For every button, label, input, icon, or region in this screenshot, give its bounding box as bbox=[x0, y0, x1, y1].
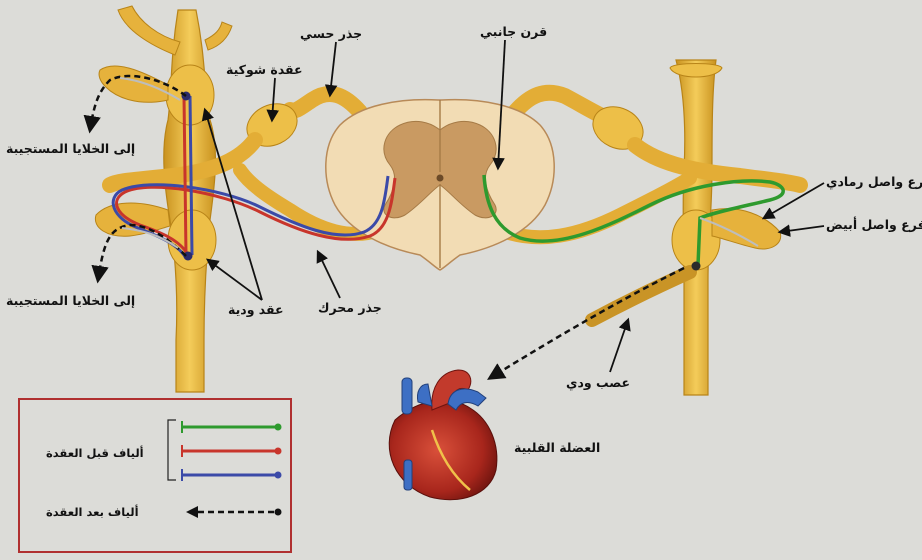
label-gray-ramus: فرع واصل رمادي bbox=[826, 176, 922, 189]
legend-postganglionic-label: ألياف بعد العقدة bbox=[46, 507, 139, 519]
label-to-effector-top: إلى الخلايا المستجيبة bbox=[6, 143, 135, 156]
heart-illustration bbox=[389, 370, 497, 500]
label-white-ramus: فرع واصل أبيض bbox=[826, 219, 922, 232]
label-spinal-ganglion: عقدة شوكية bbox=[226, 64, 303, 77]
legend-preganglionic-label: ألياف قبل العقدة bbox=[46, 448, 144, 460]
label-sensory-root: جذر حسي bbox=[300, 28, 362, 41]
label-sympathetic-ganglia: عقد ودية bbox=[228, 304, 284, 317]
label-lateral-horn: قرن جانبي bbox=[480, 26, 547, 39]
label-to-effector-bottom: إلى الخلايا المستجيبة bbox=[6, 295, 135, 308]
legend-box: ألياف قبل العقدة ألياف بعد العقدة bbox=[18, 398, 292, 553]
label-sympathetic-nerve: عصب ودي bbox=[566, 377, 630, 390]
spinal-cord-section bbox=[326, 100, 554, 270]
label-cardiac-muscle: العضلة القلبية bbox=[514, 442, 600, 455]
label-motor-root: جذر محرك bbox=[318, 302, 382, 315]
